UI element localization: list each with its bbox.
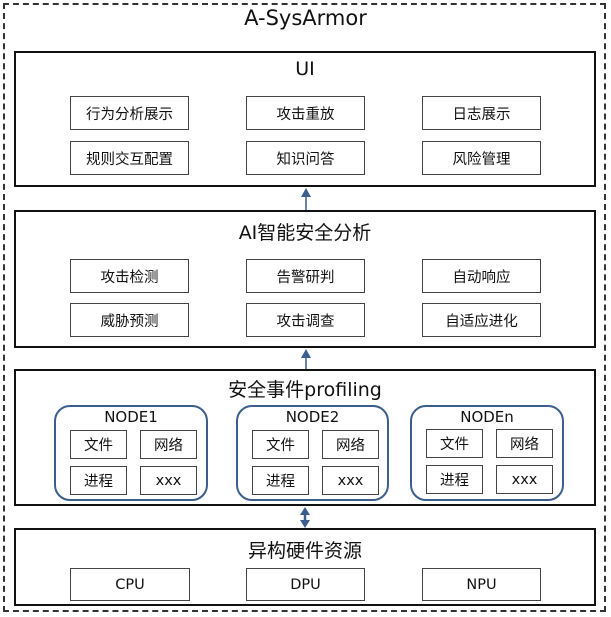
node-item-network: 网络 xyxy=(322,430,379,459)
node-label: NODEn xyxy=(460,408,514,426)
ai-module-adaptive-evolution: 自适应进化 xyxy=(422,303,541,337)
node-label: NODE1 xyxy=(104,408,158,426)
node-item-file: 文件 xyxy=(426,429,483,458)
ui-module-knowledge-qa: 知识问答 xyxy=(246,141,365,175)
ai-module-attack-investigation: 攻击调查 xyxy=(246,303,365,337)
node-label: NODE2 xyxy=(285,408,340,426)
ai-module-alert-triage: 告警研判 xyxy=(246,259,365,293)
hardware-cpu: CPU xyxy=(70,568,190,601)
node-item-file: 文件 xyxy=(252,430,309,459)
ui-layer: UI 行为分析展示 攻击重放 日志展示 规则交互配置 知识问答 风险管理 xyxy=(14,51,596,187)
outer-dashed-frame xyxy=(3,3,606,612)
ui-module-attack-replay: 攻击重放 xyxy=(246,96,365,130)
ui-module-log-display: 日志展示 xyxy=(422,96,541,130)
node-item-xxx: xxx xyxy=(496,465,553,494)
arrow-profiling-to-ai xyxy=(301,349,311,369)
ui-module-behavior-analysis-display: 行为分析展示 xyxy=(70,96,189,130)
ai-module-attack-detection: 攻击检测 xyxy=(70,259,189,293)
ai-layer-title: AI智能安全分析 xyxy=(238,222,372,244)
ai-module-threat-prediction: 威胁预测 xyxy=(70,303,189,337)
diagram-title: A-SysArmor xyxy=(244,6,367,30)
node-item-network: 网络 xyxy=(140,430,197,459)
hardware-layer-title: 异构硬件资源 xyxy=(247,540,362,562)
arrow-hardware-profiling-bidirectional xyxy=(300,507,310,528)
node-item-process: 进程 xyxy=(426,465,483,494)
node-card-n: NODEn 文件 网络 进程 xxx xyxy=(410,405,564,501)
hardware-dpu: DPU xyxy=(246,568,365,601)
node-card-2: NODE2 文件 网络 进程 xxx xyxy=(236,405,389,501)
node-item-process: 进程 xyxy=(70,466,127,495)
ui-layer-title: UI xyxy=(295,58,315,80)
hardware-npu: NPU xyxy=(422,568,541,601)
ui-module-risk-management: 风险管理 xyxy=(422,141,541,175)
profiling-layer: 安全事件profiling NODE1 文件 网络 进程 xxx NODE2 文… xyxy=(14,369,596,506)
node-item-process: 进程 xyxy=(252,466,309,495)
ai-module-auto-response: 自动响应 xyxy=(422,259,541,293)
node-item-xxx: xxx xyxy=(322,466,379,495)
hardware-layer: 异构硬件资源 CPU DPU NPU xyxy=(14,528,596,606)
node-card-1: NODE1 文件 网络 进程 xxx xyxy=(54,405,208,501)
node-item-network: 网络 xyxy=(496,429,553,458)
node-item-xxx: xxx xyxy=(140,466,197,495)
arrow-ai-to-ui xyxy=(301,188,311,210)
profiling-layer-title: 安全事件profiling xyxy=(228,379,382,401)
ui-module-rule-config: 规则交互配置 xyxy=(70,141,189,175)
node-item-file: 文件 xyxy=(70,430,127,459)
ai-analysis-layer: AI智能安全分析 攻击检测 告警研判 自动响应 威胁预测 攻击调查 自适应进化 xyxy=(14,210,596,348)
